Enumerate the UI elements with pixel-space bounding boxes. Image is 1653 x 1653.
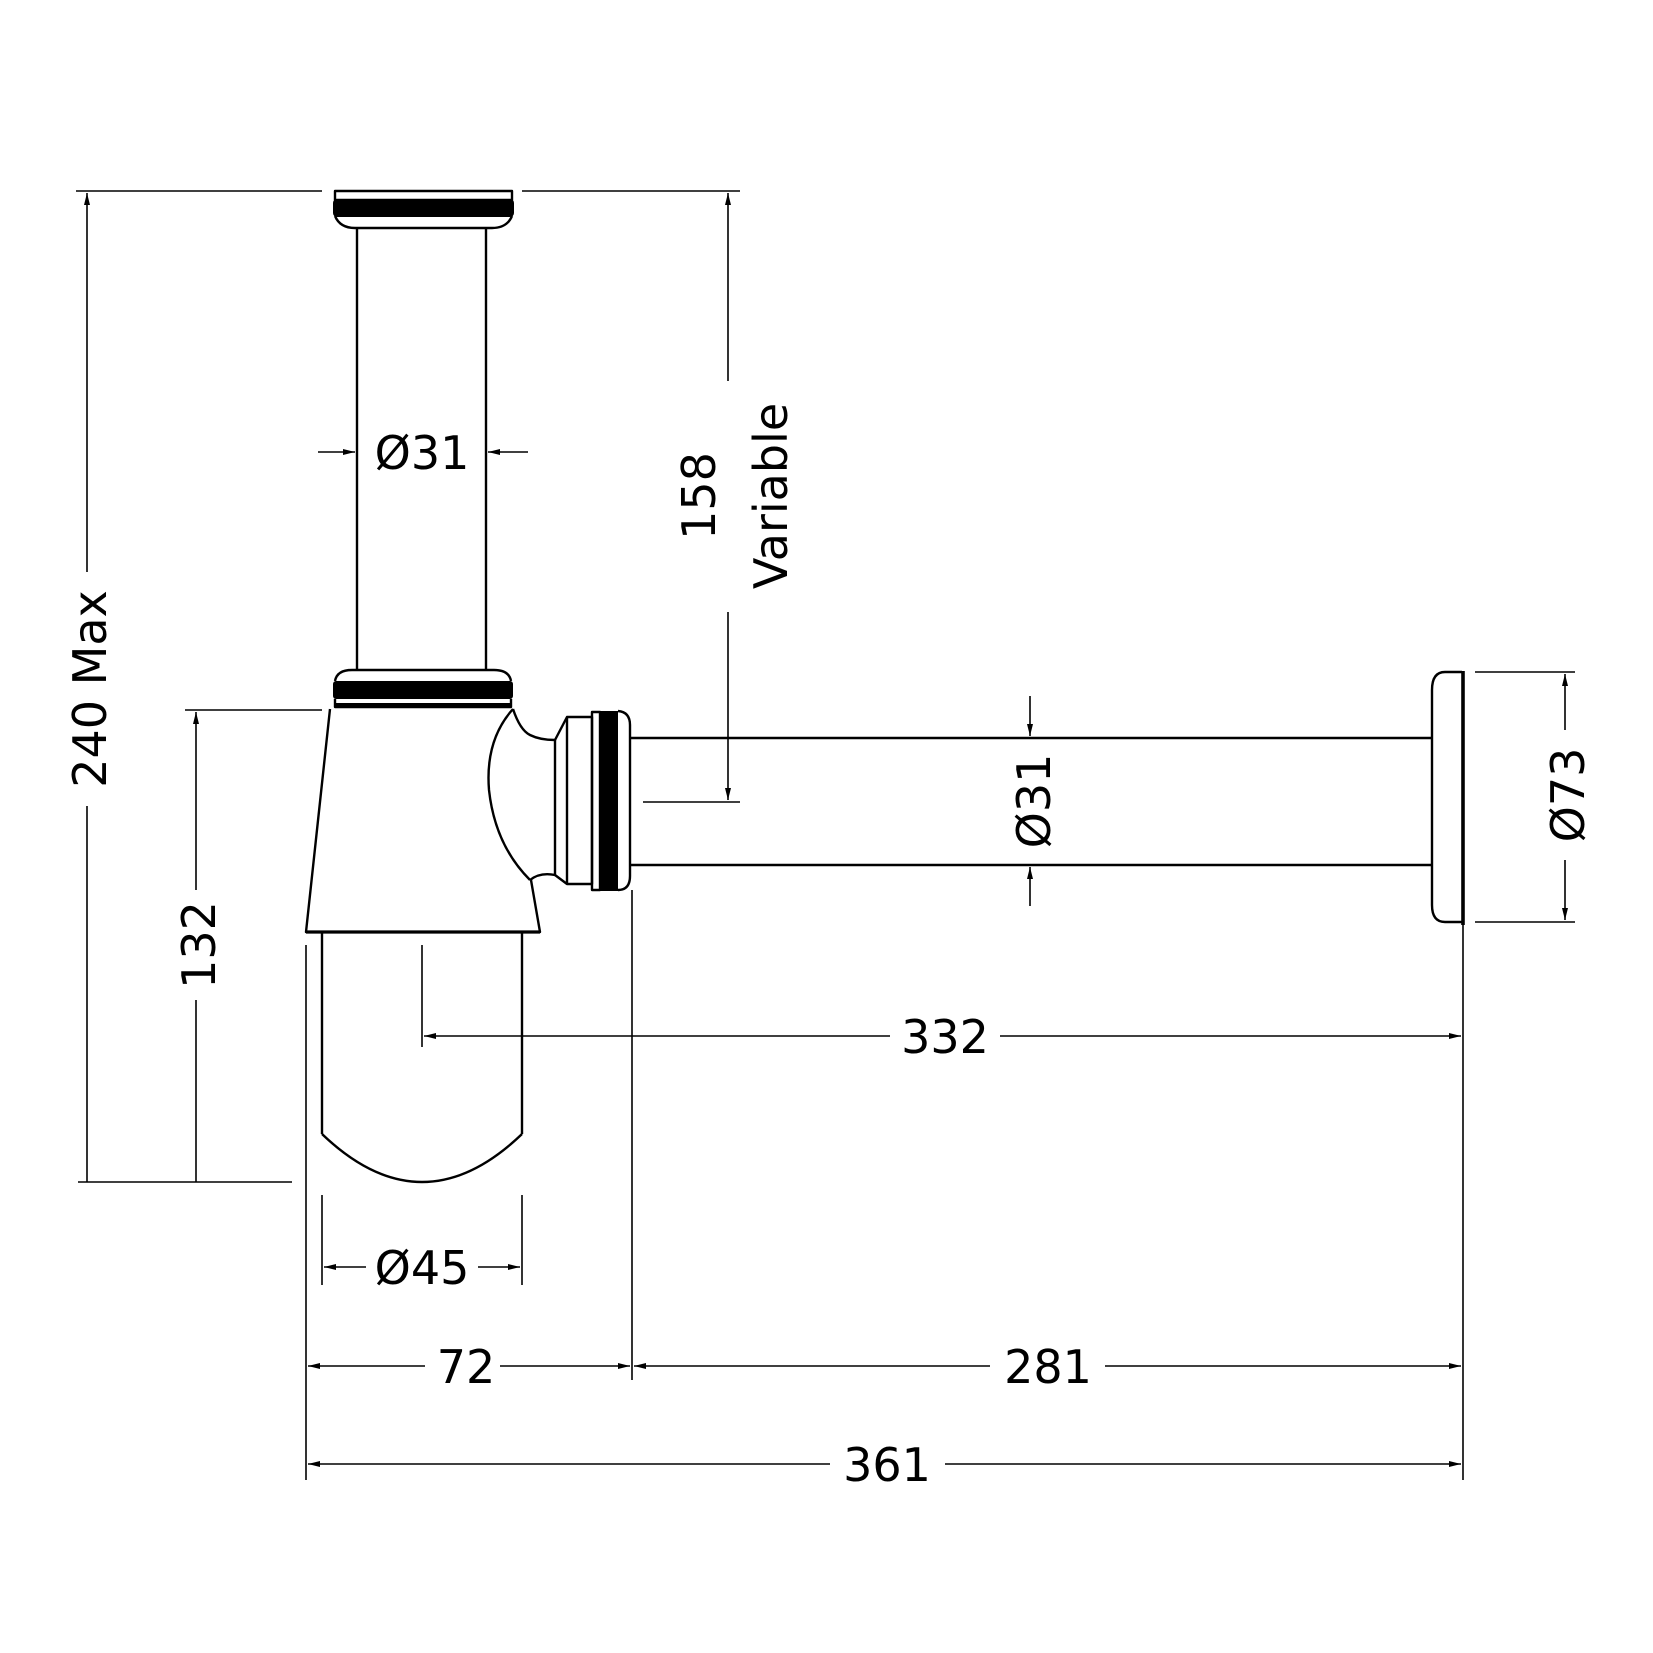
bottle-diameter-label: Ø45 — [375, 1241, 470, 1295]
body-width-label: 72 — [437, 1340, 496, 1394]
outlet-diameter-label: Ø31 — [1007, 754, 1061, 849]
outlet-nut — [553, 709, 632, 892]
bottle — [320, 932, 524, 1184]
inlet-diameter-label: Ø31 — [375, 426, 470, 480]
trap-outline — [304, 189, 1465, 1184]
trap-body — [304, 708, 557, 934]
tube-length-label: 281 — [1004, 1340, 1092, 1394]
variable-height-value: 158 — [672, 452, 726, 540]
dimension-lines — [76, 190, 1575, 1480]
overall-height-label: 240 Max — [63, 590, 117, 788]
centre-to-wall-label: 332 — [901, 1010, 989, 1064]
wall-flange — [1430, 670, 1465, 925]
outlet-tube — [630, 736, 1432, 867]
body-nut — [333, 668, 513, 709]
overall-width-label: 361 — [843, 1438, 931, 1492]
body-height-label: 132 — [172, 901, 226, 989]
top-inlet-nut — [333, 189, 514, 230]
variable-label: Variable — [744, 403, 798, 589]
flange-diameter-label: Ø73 — [1541, 748, 1595, 843]
dimension-labels: 240 Max 132 158 Variable Ø31 Ø31 Ø73 332… — [63, 403, 1595, 1492]
inlet-tube — [355, 228, 488, 670]
